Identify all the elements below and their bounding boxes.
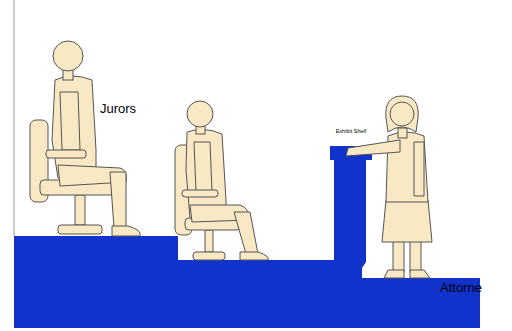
wall-line bbox=[14, 0, 15, 236]
exhibit-label: Exhibit Shelf bbox=[331, 128, 371, 134]
group-label: Jurors bbox=[100, 101, 170, 117]
role-label: Attorne bbox=[440, 280, 512, 296]
juror-figure bbox=[30, 41, 140, 236]
attorney-figure bbox=[346, 96, 432, 278]
juror-figure bbox=[175, 101, 268, 260]
